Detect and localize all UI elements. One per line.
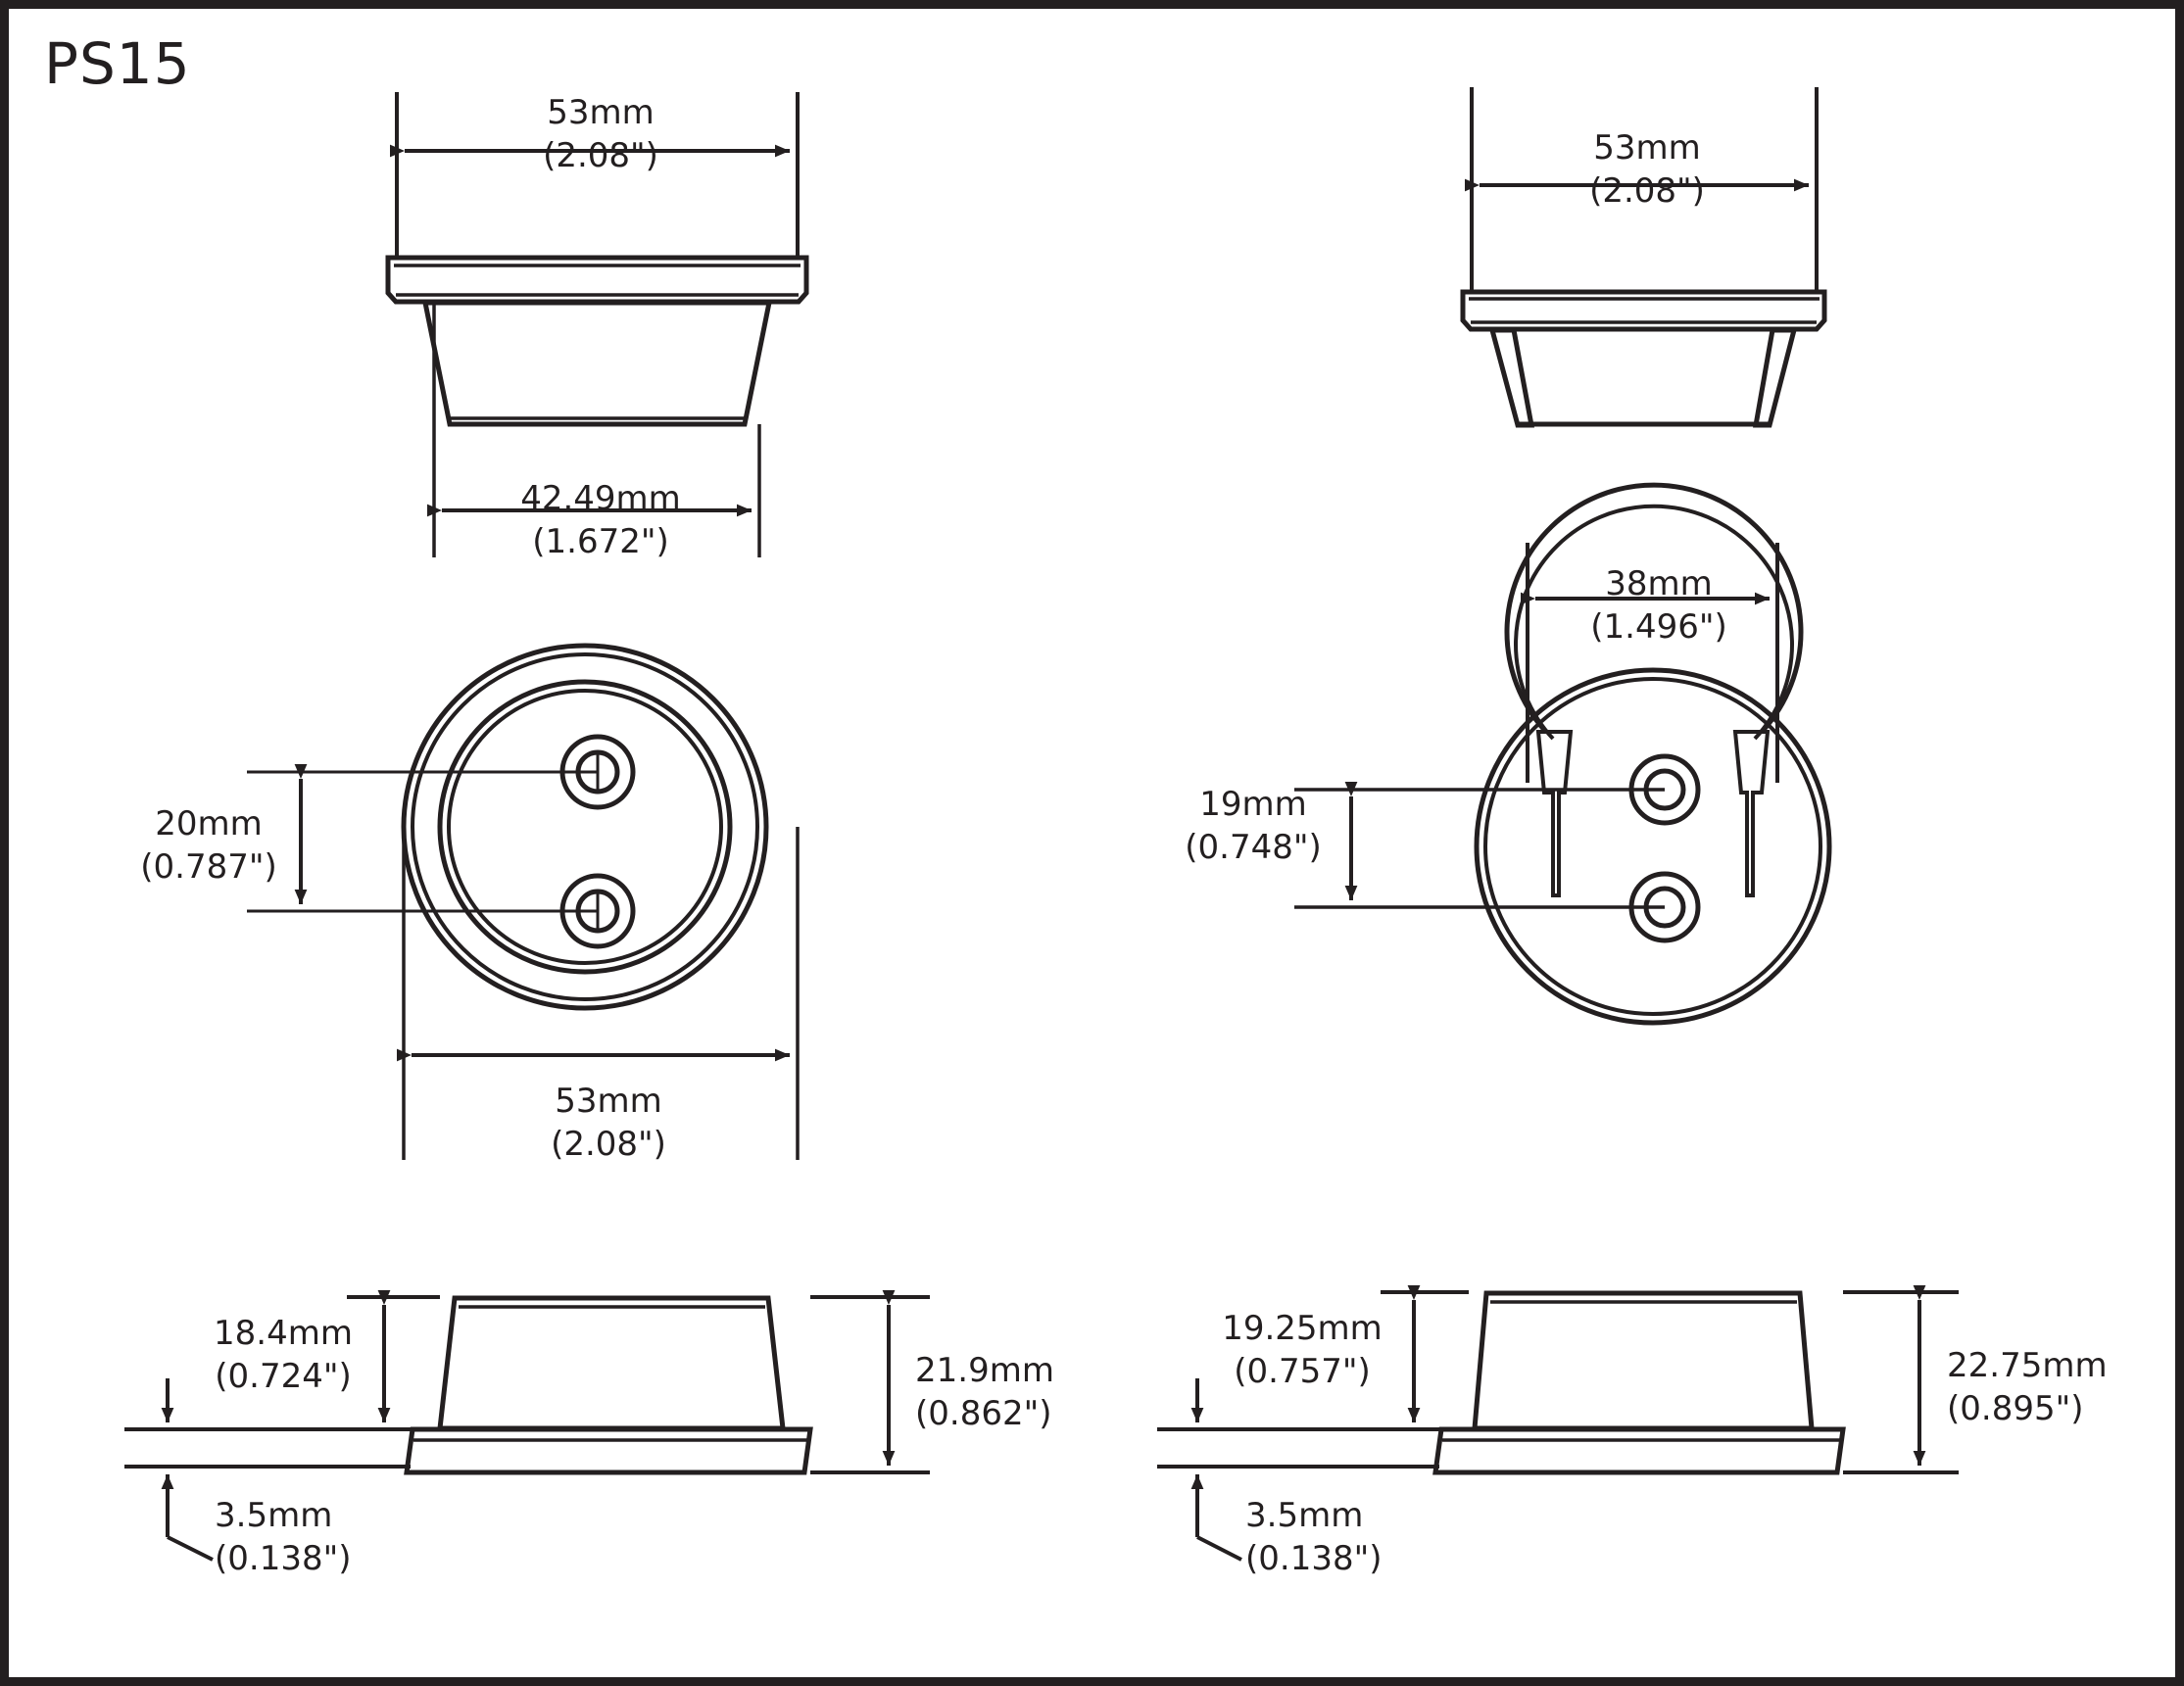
- dim-label-ml-outer-dia: 53mm (2.08"): [551, 1080, 666, 1166]
- dim-value-inch: (0.138"): [215, 1539, 352, 1579]
- dim-value-mm: 3.5mm: [1245, 1496, 1364, 1535]
- dim-label-tr-top-width: 53mm (2.08"): [1589, 126, 1705, 213]
- dim-value-inch: (0.138"): [1245, 1539, 1383, 1579]
- dim-label-br-overall-height: 22.75mm (0.895"): [1947, 1344, 2108, 1430]
- dim-value-mm: 19mm: [1199, 785, 1307, 824]
- dim-value-mm: 3.5mm: [215, 1496, 333, 1535]
- dim-value-inch: (0.748"): [1185, 828, 1322, 868]
- dim-label-bl-body-height: 18.4mm (0.724"): [214, 1312, 353, 1398]
- page-title: PS15: [44, 30, 191, 97]
- dim-value-inch: (0.724"): [215, 1357, 352, 1397]
- drawing-page: PS15: [9, 9, 2175, 1677]
- bottom-right-elevation-geometry: [1157, 1285, 1959, 1562]
- dim-value-mm: 22.75mm: [1947, 1346, 2108, 1385]
- mid-left-plan-geometry: [247, 643, 800, 1160]
- dim-value-mm: 42.49mm: [520, 479, 681, 518]
- dim-value-mm: 53mm: [547, 93, 655, 132]
- dim-value-inch: (0.862"): [915, 1394, 1052, 1434]
- dim-value-mm: 53mm: [1593, 128, 1701, 168]
- dim-label-br-body-height: 19.25mm (0.757"): [1222, 1307, 1383, 1393]
- dim-value-inch: (1.496"): [1590, 607, 1727, 648]
- dim-label-bl-flange-thickness: 3.5mm (0.138"): [215, 1494, 352, 1580]
- dim-value-inch: (2.08"): [1589, 171, 1705, 212]
- dim-label-tl-top-width: 53mm (2.08"): [543, 91, 658, 177]
- dim-value-inch: (1.672"): [532, 522, 669, 562]
- dim-value-inch: (2.08"): [543, 136, 658, 176]
- mid-right-plan-geometry: [1294, 482, 1832, 1026]
- dim-label-mr-slot-spacing: 38mm (1.496"): [1590, 562, 1727, 649]
- dim-value-inch: (0.787"): [140, 847, 277, 888]
- dim-label-ml-hole-spacing: 20mm (0.787"): [140, 802, 277, 889]
- dim-label-tl-body-width: 42.49mm (1.672"): [520, 477, 681, 563]
- bottom-left-elevation-geometry: [124, 1290, 930, 1562]
- dim-label-bl-overall-height: 21.9mm (0.862"): [915, 1349, 1054, 1435]
- dim-value-mm: 18.4mm: [214, 1314, 353, 1353]
- top-right-section-geometry: [1460, 87, 1827, 428]
- dim-value-mm: 21.9mm: [915, 1351, 1054, 1390]
- dim-value-inch: (2.08"): [551, 1125, 666, 1165]
- dim-label-mr-hole-spacing: 19mm (0.748"): [1185, 783, 1322, 869]
- dim-value-inch: (0.757"): [1234, 1352, 1371, 1392]
- technical-drawing-canvas: [124, 87, 1959, 1562]
- dim-value-inch: (0.895"): [1947, 1389, 2084, 1429]
- dim-value-mm: 38mm: [1605, 564, 1713, 603]
- top-left-section-geometry: [385, 92, 809, 557]
- dim-value-mm: 20mm: [155, 804, 263, 843]
- dim-label-br-flange-thickness: 3.5mm (0.138"): [1245, 1494, 1383, 1580]
- dim-value-mm: 19.25mm: [1222, 1309, 1383, 1348]
- dim-value-mm: 53mm: [555, 1082, 662, 1121]
